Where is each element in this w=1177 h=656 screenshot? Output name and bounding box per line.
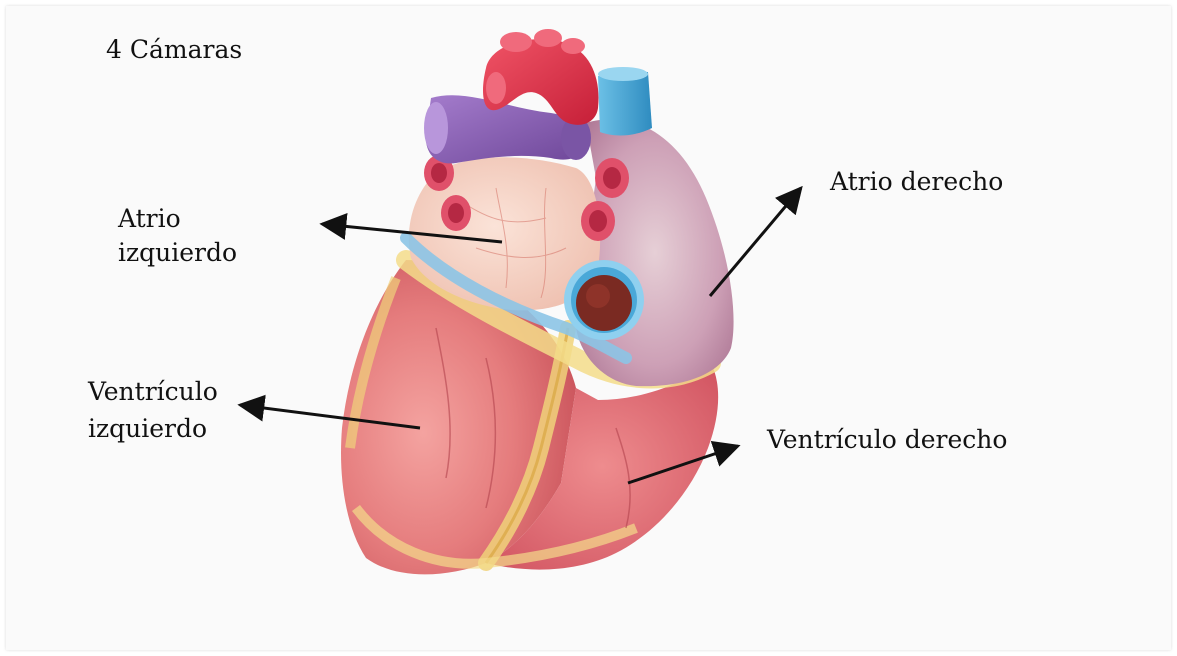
label-right-ventricle: Ventrículo derecho — [767, 424, 1007, 456]
label-left-atrium-line2: izquierdo — [118, 237, 237, 269]
label-left-ventricle-line2: izquierdo — [88, 413, 207, 445]
label-right-atrium: Atrio derecho — [830, 166, 1003, 198]
inferior-vena-cava — [564, 260, 644, 340]
superior-vena-cava — [598, 67, 652, 135]
heart-illustration — [336, 28, 744, 584]
slide-title: 4 Cámaras — [106, 34, 242, 66]
label-left-ventricle-line1: Ventrículo — [88, 376, 218, 408]
label-left-atrium-line1: Atrio — [118, 203, 181, 235]
